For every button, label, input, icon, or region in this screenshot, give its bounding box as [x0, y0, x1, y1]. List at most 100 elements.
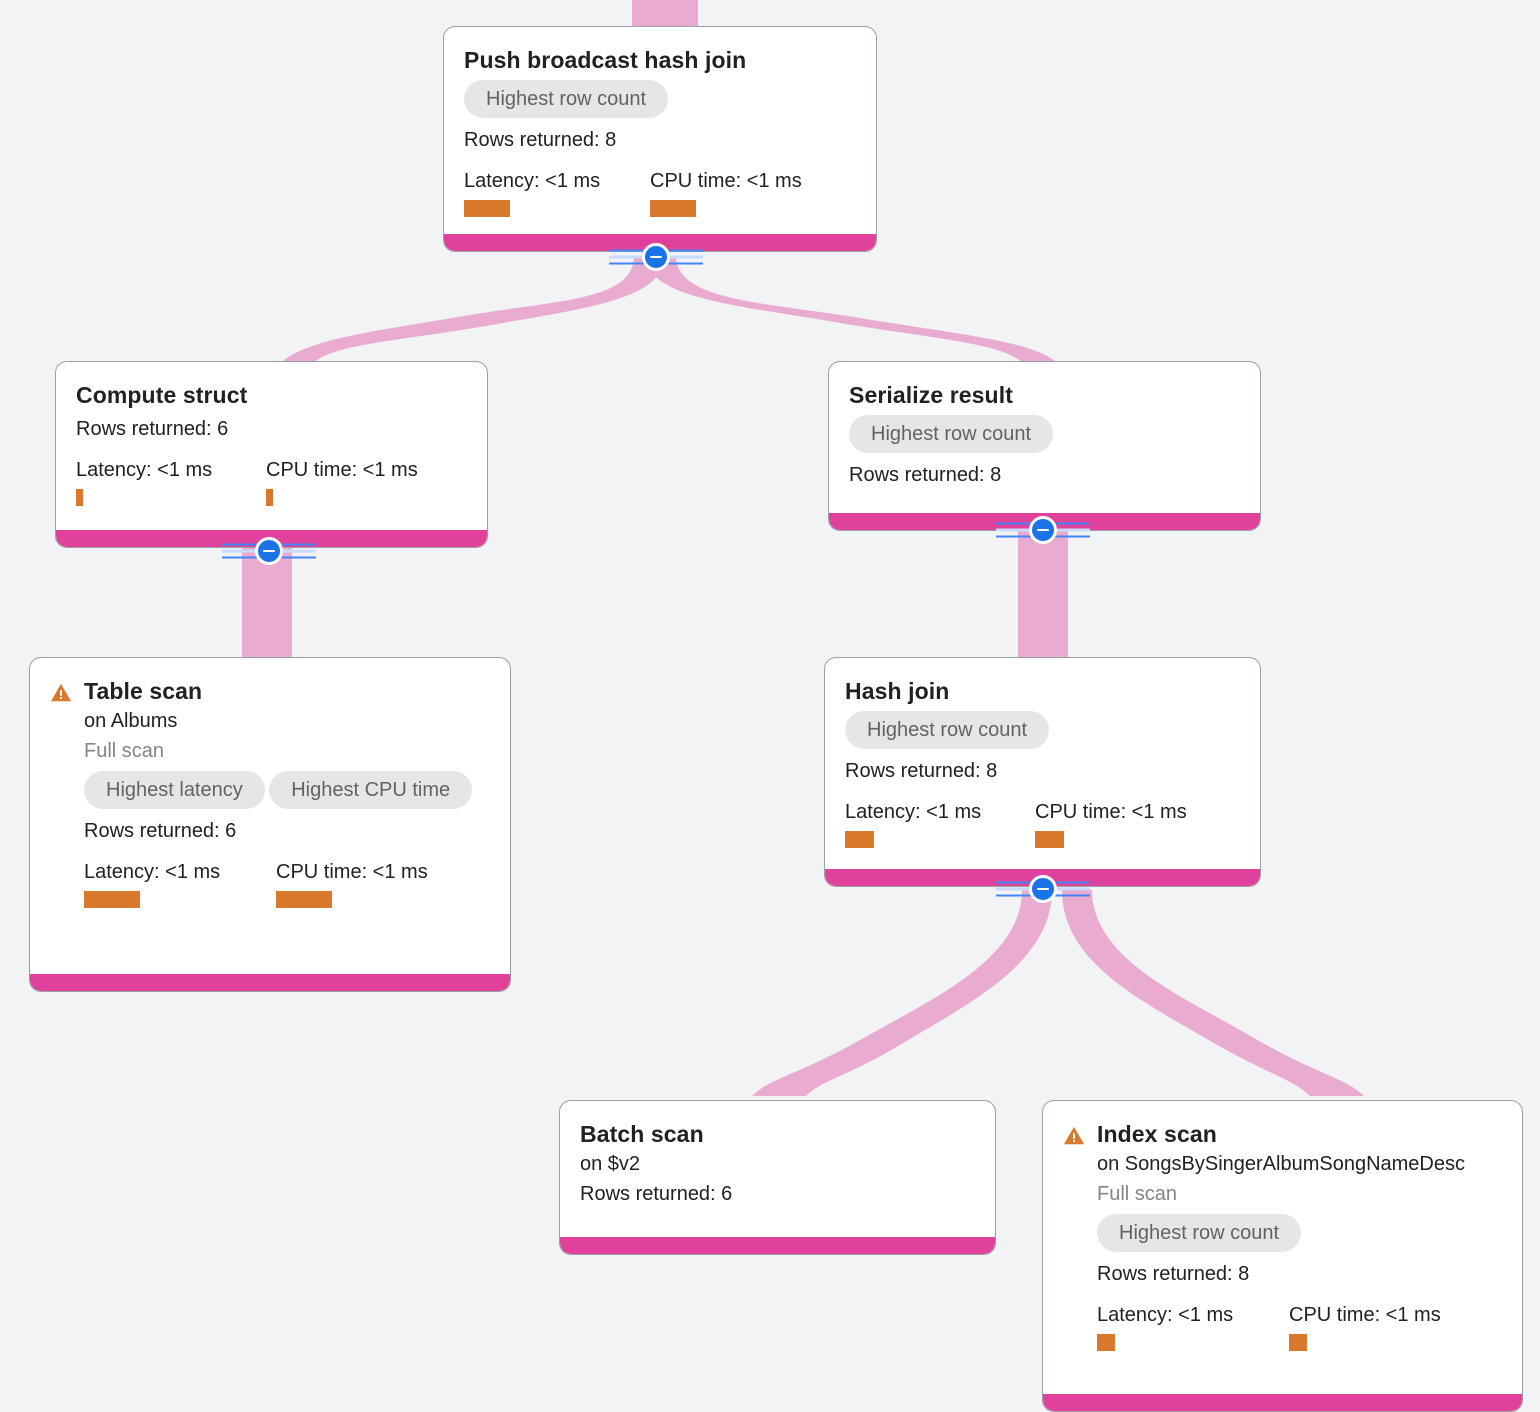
minus-circle-icon[interactable]: [1029, 516, 1057, 544]
metrics-row: Latency: <1 ms CPU time: <1 ms: [76, 458, 467, 506]
badge-highest-row-count: Highest row count: [845, 711, 1050, 749]
node-title: Hash join: [845, 678, 950, 704]
badge-highest-row-count: Highest row count: [849, 415, 1054, 453]
badge-highest-row-count: Highest row count: [1097, 1214, 1302, 1252]
node-content: Table scan on Albums Full scan Highest l…: [30, 658, 510, 922]
node-title: Push broadcast hash join: [464, 47, 747, 73]
cpu-bar: [650, 200, 696, 217]
cpu-label: CPU time: <1 ms: [266, 459, 418, 481]
cpu-metric: CPU time: <1 ms: [1035, 800, 1187, 848]
latency-bar: [76, 489, 83, 506]
node-content: Compute struct Rows returned: 6 Latency:…: [56, 362, 487, 520]
node-footer-bar: [444, 234, 876, 251]
collapse-button-hash-join[interactable]: [996, 874, 1090, 904]
node-header: Push broadcast hash join: [464, 45, 856, 75]
minus-glyph: [263, 549, 275, 553]
cpu-metric: CPU time: <1 ms: [1289, 1303, 1441, 1351]
latency-metric: Latency: <1 ms: [84, 860, 276, 908]
minus-circle-icon[interactable]: [642, 243, 670, 271]
cpu-metric: CPU time: <1 ms: [650, 169, 802, 217]
rows-returned: Rows returned: 8: [849, 464, 1002, 486]
metrics-row: Latency: <1 ms CPU time: <1 ms: [845, 800, 1240, 848]
plan-node-batch-scan[interactable]: Batch scan on $v2 Rows returned: 6: [559, 1100, 996, 1255]
cpu-metric: CPU time: <1 ms: [276, 860, 428, 908]
rows-returned: Rows returned: 8: [1097, 1263, 1250, 1285]
badge-highest-row-count: Highest row count: [464, 80, 669, 118]
node-header: Batch scan: [580, 1119, 975, 1149]
rows-returned: Rows returned: 6: [84, 820, 237, 842]
node-details: on SongsBySingerAlbumSongNameDesc Full s…: [1097, 1149, 1502, 1351]
node-title: Serialize result: [849, 382, 1013, 408]
node-content: Batch scan on $v2 Rows returned: 6: [560, 1101, 995, 1223]
rows-returned: Rows returned: 6: [76, 418, 229, 440]
cpu-bar: [1035, 831, 1064, 848]
node-subtitle: on Albums: [84, 710, 178, 732]
metrics-row: Latency: <1 ms CPU time: <1 ms: [84, 860, 490, 908]
node-details: on Albums Full scan Highest latency High…: [84, 706, 490, 908]
rows-returned: Rows returned: 8: [845, 760, 998, 782]
metrics-row: Latency: <1 ms CPU time: <1 ms: [464, 169, 856, 217]
node-header: Table scan: [50, 676, 490, 706]
plan-node-serialize-result[interactable]: Serialize result Highest row count Rows …: [828, 361, 1261, 531]
cpu-bar: [276, 891, 332, 908]
scan-note: Full scan: [1097, 1183, 1178, 1205]
node-content: Serialize result Highest row count Rows …: [829, 362, 1260, 504]
latency-metric: Latency: <1 ms: [845, 800, 1035, 848]
latency-label: Latency: <1 ms: [1097, 1304, 1234, 1326]
node-subtitle: on SongsBySingerAlbumSongNameDesc: [1097, 1153, 1465, 1175]
node-header: Compute struct: [76, 380, 467, 410]
latency-bar: [845, 831, 874, 848]
edge-root-to-serialize-result: [646, 256, 1060, 366]
node-content: Hash join Highest row count Rows returne…: [825, 658, 1260, 862]
minus-glyph: [1037, 887, 1049, 891]
node-header: Index scan: [1063, 1119, 1502, 1149]
warning-icon: [1063, 1126, 1085, 1145]
minus-circle-icon[interactable]: [255, 537, 283, 565]
edge-stub-root-in: [632, 0, 698, 28]
plan-node-table-scan[interactable]: Table scan on Albums Full scan Highest l…: [29, 657, 511, 992]
edge-hash-join-to-batch-scan: [752, 890, 1052, 1096]
rows-returned: Rows returned: 6: [580, 1183, 733, 1205]
latency-label: Latency: <1 ms: [464, 170, 601, 192]
node-title: Compute struct: [76, 382, 248, 408]
minus-circle-icon[interactable]: [1029, 875, 1057, 903]
node-title: Index scan: [1097, 1121, 1217, 1147]
node-title: Batch scan: [580, 1121, 704, 1147]
node-header: Hash join: [845, 676, 1240, 706]
collapse-button-compute-struct[interactable]: [222, 536, 316, 566]
plan-node-push-broadcast-hash-join[interactable]: Push broadcast hash join Highest row cou…: [443, 26, 877, 252]
node-subtitle: on $v2: [580, 1153, 641, 1175]
warning-icon: [50, 683, 72, 702]
badge-highest-latency: Highest latency: [84, 771, 265, 809]
node-footer-bar: [560, 1237, 995, 1254]
edge-root-to-compute-struct: [278, 256, 664, 366]
edge-serialize-result-to-hash-join: [1018, 528, 1068, 668]
rows-returned: Rows returned: 8: [464, 129, 617, 151]
collapse-button-push-broadcast-hash-join[interactable]: [609, 242, 703, 272]
plan-node-index-scan[interactable]: Index scan on SongsBySingerAlbumSongName…: [1042, 1100, 1523, 1412]
scan-note: Full scan: [84, 740, 165, 762]
latency-metric: Latency: <1 ms: [76, 458, 266, 506]
latency-label: Latency: <1 ms: [76, 459, 213, 481]
plan-node-compute-struct[interactable]: Compute struct Rows returned: 6 Latency:…: [55, 361, 488, 548]
latency-bar: [464, 200, 510, 217]
latency-label: Latency: <1 ms: [845, 801, 982, 823]
metrics-row: Latency: <1 ms CPU time: <1 ms: [1097, 1303, 1502, 1351]
node-content: Push broadcast hash join Highest row cou…: [444, 27, 876, 231]
minus-glyph: [1037, 528, 1049, 532]
cpu-label: CPU time: <1 ms: [276, 861, 428, 883]
plan-node-hash-join[interactable]: Hash join Highest row count Rows returne…: [824, 657, 1261, 887]
node-title: Table scan: [84, 678, 203, 704]
latency-bar: [1097, 1334, 1115, 1351]
badge-highest-cpu-time: Highest CPU time: [269, 771, 473, 809]
collapse-button-serialize-result[interactable]: [996, 515, 1090, 545]
cpu-label: CPU time: <1 ms: [650, 170, 802, 192]
node-header: Serialize result: [849, 380, 1240, 410]
latency-bar: [84, 891, 140, 908]
cpu-label: CPU time: <1 ms: [1035, 801, 1187, 823]
node-footer-bar: [30, 974, 510, 991]
minus-glyph: [650, 255, 662, 259]
cpu-label: CPU time: <1 ms: [1289, 1304, 1441, 1326]
node-footer-bar: [1043, 1394, 1522, 1411]
